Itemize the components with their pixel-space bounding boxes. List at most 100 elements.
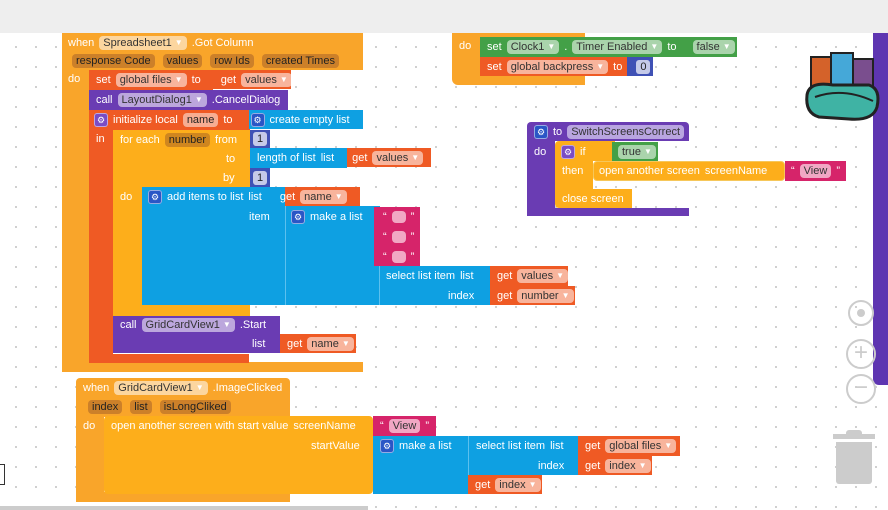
do-label: do	[120, 190, 133, 203]
mutator-gear-icon[interactable]: ⚙	[561, 144, 575, 159]
text-field[interactable]: View	[388, 418, 421, 433]
param-chip[interactable]: values	[162, 53, 203, 68]
zoom-in-icon[interactable]: +	[846, 339, 876, 369]
dropdown-arrow-icon: ▼	[334, 191, 343, 201]
set-label: set	[487, 40, 502, 53]
get-number-block[interactable]: get number▼	[497, 286, 574, 305]
variable-dropdown[interactable]: values▼	[241, 72, 292, 87]
get-name-block[interactable]: get name▼	[287, 334, 354, 353]
mutator-gear-icon[interactable]: ⚙	[148, 189, 162, 204]
text-field[interactable]: View	[799, 163, 832, 178]
drawer-edge[interactable]	[873, 33, 888, 385]
mutator-gear-icon[interactable]: ⚙	[250, 112, 265, 127]
text-block[interactable]: “”	[383, 230, 415, 243]
trash-icon[interactable]	[833, 430, 875, 486]
param-chip[interactable]: list	[130, 399, 152, 414]
set-global-backpress-block[interactable]: set global backpress▼ to 0	[487, 57, 651, 76]
select-list-item-block[interactable]: select list item list	[476, 436, 564, 455]
param-chip[interactable]: index	[88, 399, 123, 414]
number-field[interactable]: 0	[636, 59, 651, 74]
mutator-gear-icon[interactable]: ⚙	[94, 112, 108, 127]
variable-dropdown[interactable]: global files▼	[115, 72, 187, 87]
recenter-icon[interactable]	[848, 300, 874, 326]
component-dropdown[interactable]: Spreadsheet1▼	[99, 35, 187, 50]
variable-dropdown[interactable]: global files▼	[605, 438, 677, 453]
initialize-local-block[interactable]: ⚙ initialize local name to ⚙ create empt…	[94, 110, 350, 129]
set-global-files-block[interactable]: set global files▼ to get values▼	[96, 70, 292, 89]
component-dropdown[interactable]: LayoutDialog1▼	[117, 92, 207, 107]
do-label: do	[68, 72, 81, 85]
variable-name: index	[499, 478, 526, 491]
make-a-list-block[interactable]: ⚙ make a list	[291, 207, 363, 226]
text-field[interactable]	[391, 210, 406, 223]
number-field[interactable]: 1	[253, 170, 268, 185]
variable-name: name	[311, 337, 339, 350]
if-block[interactable]: ⚙ if	[561, 142, 586, 161]
get-index-block[interactable]: get index▼	[475, 475, 541, 494]
procedure-name-field[interactable]: SwitchScreensCorrect	[567, 124, 685, 139]
component-name: GridCardView1	[118, 381, 193, 394]
to-label: to	[223, 113, 233, 126]
text-block[interactable]: “View”	[380, 418, 429, 433]
component-dropdown[interactable]: Clock1▼	[506, 39, 560, 54]
set-clock-timer-enabled-block[interactable]: set Clock1▼ . Timer Enabled▼ to false▼	[487, 37, 735, 56]
mutator-gear-icon[interactable]: ⚙	[534, 124, 548, 139]
component-dropdown[interactable]: GridCardView1▼	[114, 380, 208, 395]
variable-dropdown[interactable]: name▼	[300, 189, 347, 204]
variable-name: global files	[609, 439, 662, 452]
text-block[interactable]: “”	[383, 250, 415, 263]
initialize-label: initialize local	[113, 113, 178, 126]
text-block[interactable]: “”	[383, 210, 415, 223]
text-field[interactable]	[391, 230, 406, 243]
get-index-block[interactable]: get index▼	[585, 456, 651, 475]
call-cancel-dialog-block[interactable]: call LayoutDialog1▼ .CancelDialog	[96, 90, 280, 109]
get-values-block[interactable]: get values▼	[497, 266, 569, 285]
dropdown-arrow-icon: ▼	[411, 152, 420, 162]
loop-variable-field[interactable]: number	[164, 132, 211, 147]
property-dropdown[interactable]: Timer Enabled▼	[572, 39, 663, 54]
for-each-block[interactable]: for each number from	[120, 130, 237, 149]
add-items-to-list-block[interactable]: ⚙ add items to list list get name▼	[148, 187, 347, 206]
text-block[interactable]: “View”	[791, 163, 840, 178]
local-name-field[interactable]: name	[182, 112, 219, 127]
component-name: LayoutDialog1	[121, 93, 192, 106]
variable-name: global files	[119, 73, 172, 86]
open-another-screen-block[interactable]: open another screen screenName	[599, 161, 767, 180]
event-name: .Got Column	[191, 36, 254, 49]
component-dropdown[interactable]: GridCardView1▼	[141, 317, 235, 332]
param-chip[interactable]: created Times	[261, 53, 339, 68]
get-global-files-block[interactable]: get global files▼	[585, 436, 677, 455]
open-screen-with-start-value-block[interactable]: open another screen with start value scr…	[111, 416, 356, 435]
zoom-out-icon[interactable]: −	[846, 374, 876, 404]
mutator-gear-icon[interactable]: ⚙	[291, 209, 305, 224]
backpack-icon[interactable]	[803, 45, 883, 123]
call-start-block[interactable]: call GridCardView1▼ .Start	[120, 315, 266, 334]
variable-dropdown[interactable]: values▼	[517, 268, 569, 283]
text-field[interactable]	[391, 250, 406, 263]
param-chip[interactable]: isLongCliked	[159, 399, 231, 414]
variable-dropdown[interactable]: values▼	[372, 150, 424, 165]
make-a-list-block[interactable]: ⚙ make a list	[380, 436, 452, 455]
call-label: call	[120, 318, 137, 331]
select-list-item-block[interactable]: select list item list	[386, 266, 474, 285]
close-screen-block[interactable]: close screen	[562, 189, 624, 208]
param-chip[interactable]: row Ids	[210, 53, 254, 68]
dropdown-arrow-icon: ▼	[528, 479, 537, 489]
select-list-item-label: select list item	[386, 269, 456, 282]
variable-dropdown[interactable]: number▼	[517, 288, 574, 303]
param-chip[interactable]: response Code	[72, 53, 155, 68]
variable-dropdown[interactable]: global backpress▼	[506, 59, 609, 74]
for-each-label: for each	[120, 133, 160, 146]
boolean-dropdown[interactable]: true▼	[618, 144, 656, 159]
variable-dropdown[interactable]: index▼	[605, 458, 651, 473]
from-label: from	[215, 133, 238, 146]
boolean-dropdown[interactable]: false▼	[692, 39, 735, 54]
horizontal-scrollbar[interactable]	[0, 506, 368, 510]
get-label: get	[497, 269, 513, 282]
mutator-gear-icon[interactable]: ⚙	[380, 438, 394, 453]
number-field[interactable]: 1	[253, 131, 268, 146]
variable-dropdown[interactable]: name▼	[307, 336, 354, 351]
dropdown-arrow-icon: ▼	[650, 41, 659, 51]
length-of-list-block[interactable]: length of list list get values▼	[257, 148, 424, 167]
variable-dropdown[interactable]: index▼	[495, 477, 541, 492]
